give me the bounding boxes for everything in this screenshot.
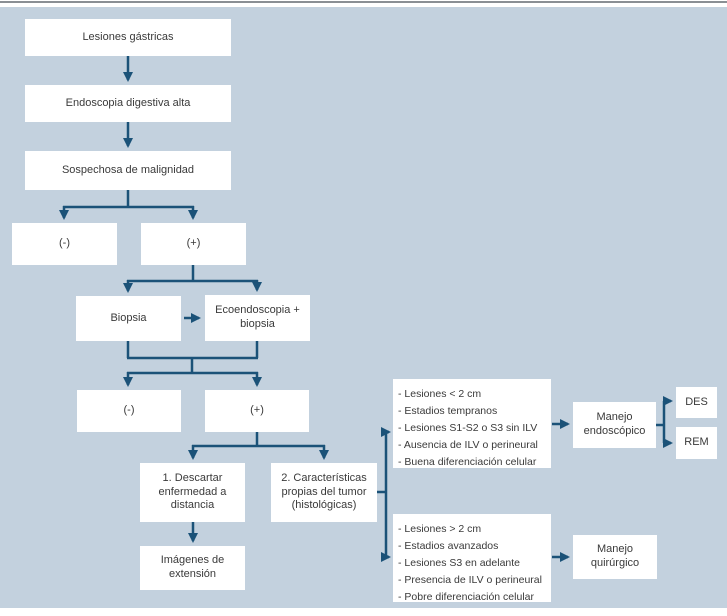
criteria-surgical-item: - Pobre diferenciación celular	[398, 591, 534, 603]
node-negative-2: (-)	[77, 390, 181, 432]
node-positive-2: (+)	[205, 390, 309, 432]
node-malignancy-suspicion: Sospechosa de malignidad	[25, 151, 231, 190]
top-border-rule	[0, 1, 727, 3]
node-extension-imaging: Imágenes de extensión	[140, 546, 245, 590]
node-criteria-surgical: - Lesiones > 2 cm - Estadios avanzados -…	[393, 514, 551, 603]
criteria-endoscopic-item: - Lesiones S1-S2 o S3 sin ILV	[398, 422, 538, 434]
node-criteria-endoscopic: - Lesiones < 2 cm - Estadios tempranos -…	[393, 379, 551, 468]
node-upper-endoscopy: Endoscopia digestiva alta	[25, 85, 231, 122]
criteria-endoscopic-item: - Estadios tempranos	[398, 405, 498, 417]
node-positive-1: (+)	[141, 223, 246, 265]
criteria-endoscopic-item: - Buena diferenciación celular	[398, 456, 537, 468]
node-des: DES	[676, 387, 717, 418]
criteria-surgical-item: - Presencia de ILV o perineural	[398, 574, 542, 586]
connectors-group	[59, 56, 673, 562]
node-tumor-characteristics: 2. Características propias del tumor (hi…	[271, 463, 377, 522]
node-surgical-management: Manejo quirúrgico	[573, 535, 657, 579]
node-rem: REM	[676, 427, 717, 459]
criteria-surgical-item: - Estadios avanzados	[398, 540, 499, 552]
criteria-surgical-item: - Lesiones > 2 cm	[398, 523, 482, 535]
node-endoscopic-management: Manejo endoscópico	[573, 402, 656, 448]
node-gastric-lesions: Lesiones gástricas	[25, 19, 231, 56]
criteria-surgical-item: - Lesiones S3 en adelante	[398, 557, 521, 569]
node-echoendoscopy-biopsy: Ecoendoscopia + biopsia	[205, 295, 310, 341]
criteria-endoscopic-item: - Lesiones < 2 cm	[398, 388, 482, 400]
node-rule-out-distant-disease: 1. Descartar enfermedad a distancia	[140, 463, 245, 522]
node-negative-1: (-)	[12, 223, 117, 265]
criteria-endoscopic-item: - Ausencia de ILV o perineural	[398, 439, 538, 451]
node-biopsy: Biopsia	[76, 296, 181, 341]
